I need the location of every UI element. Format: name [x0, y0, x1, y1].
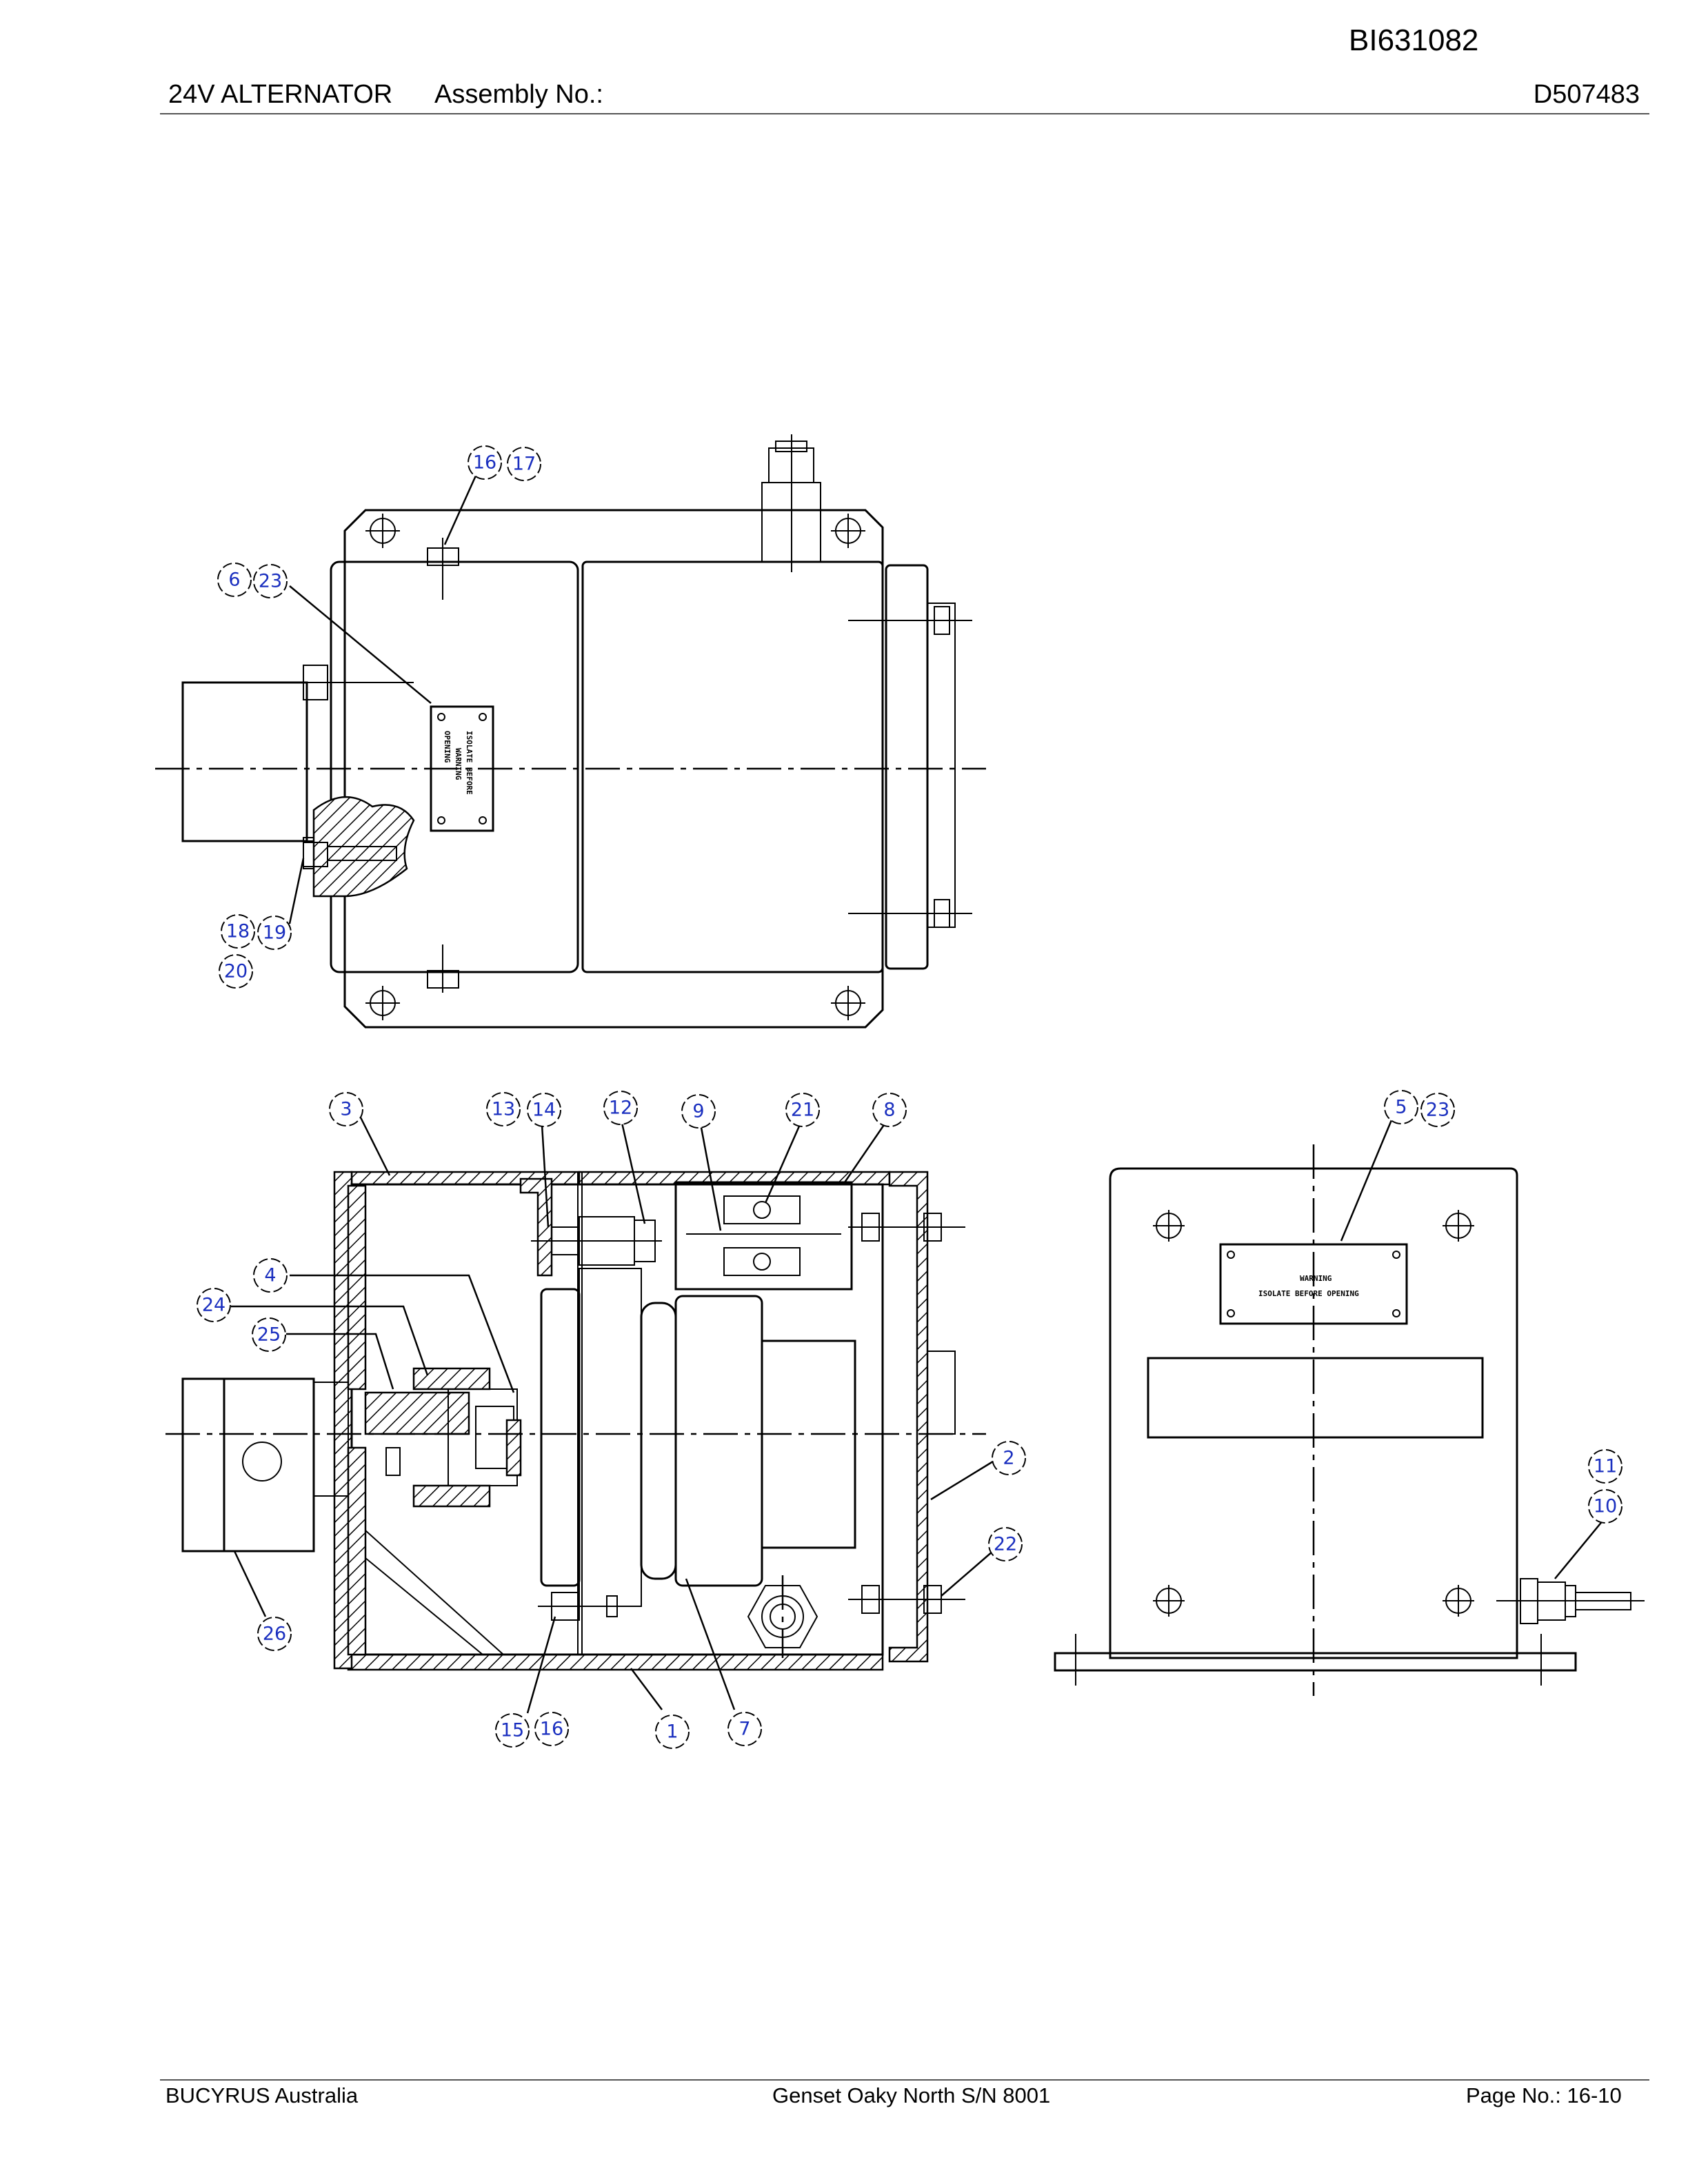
callout-12: 12	[603, 1091, 638, 1125]
page-title: 24V ALTERNATOR	[168, 80, 393, 109]
callout-14: 14	[527, 1093, 561, 1127]
callout-3: 3	[329, 1092, 363, 1126]
callout-2: 2	[992, 1441, 1026, 1475]
drawing-number: D507483	[1533, 80, 1640, 109]
svg-text:ISOLATE BEFORE: ISOLATE BEFORE	[465, 731, 474, 795]
callout-23-end: 23	[1420, 1093, 1455, 1127]
callout-23-top: 23	[253, 564, 288, 598]
callout-25: 25	[252, 1317, 286, 1352]
svg-text:26: 26	[263, 1624, 286, 1645]
callout-7: 7	[727, 1712, 762, 1746]
svg-text:2: 2	[1003, 1448, 1014, 1469]
svg-text:13: 13	[492, 1099, 515, 1120]
footer-company: BUCYRUS Australia	[165, 2083, 359, 2107]
svg-text:OPENING: OPENING	[443, 731, 452, 763]
callout-1: 1	[655, 1715, 690, 1749]
svg-text:22: 22	[994, 1534, 1017, 1555]
svg-text:12: 12	[609, 1098, 632, 1119]
callout-26: 26	[257, 1617, 292, 1651]
section-view	[165, 1171, 986, 1671]
svg-text:14: 14	[532, 1100, 556, 1121]
svg-text:21: 21	[791, 1100, 814, 1121]
callout-19: 19	[257, 916, 292, 950]
callout-8: 8	[872, 1093, 907, 1127]
callout-bubbles: 16 17 6 23 18 19 20 3 13 14 12 9 21 8 4 …	[197, 445, 1622, 1749]
document-id: BI631082	[1349, 23, 1479, 57]
callout-10: 10	[1588, 1489, 1622, 1524]
svg-text:4: 4	[264, 1265, 276, 1286]
svg-text:6: 6	[228, 569, 240, 591]
svg-text:3: 3	[340, 1099, 352, 1120]
svg-text:19: 19	[263, 922, 286, 944]
footer-project: Genset Oaky North S/N 8001	[772, 2083, 1051, 2107]
top-view: ISOLATE BEFORE WARNING OPENING	[155, 434, 986, 1029]
callout-17-top: 17	[507, 447, 541, 481]
callout-15: 15	[495, 1713, 530, 1748]
svg-text:20: 20	[224, 961, 248, 982]
footer-page-number: Page No.: 16-10	[1466, 2083, 1622, 2107]
callout-13: 13	[486, 1092, 521, 1126]
svg-text:23: 23	[259, 571, 282, 592]
svg-text:18: 18	[226, 921, 250, 942]
svg-text:11: 11	[1594, 1456, 1617, 1477]
callout-20: 20	[219, 954, 253, 989]
svg-text:9: 9	[692, 1101, 704, 1122]
svg-text:17: 17	[512, 454, 536, 475]
svg-text:25: 25	[257, 1324, 281, 1346]
svg-text:23: 23	[1426, 1100, 1449, 1121]
svg-text:16: 16	[473, 452, 496, 474]
callout-21: 21	[785, 1093, 820, 1127]
svg-text:5: 5	[1395, 1097, 1407, 1118]
svg-text:WARNING: WARNING	[454, 748, 463, 780]
end-view: WARNING ISOLATE BEFORE OPENING	[1054, 1144, 1645, 1696]
callout-6: 6	[217, 563, 252, 597]
callout-5: 5	[1384, 1090, 1418, 1124]
svg-text:16: 16	[540, 1719, 563, 1740]
footer-rule	[160, 2079, 1649, 2081]
plate-warning-text: WARNING	[1300, 1274, 1332, 1283]
assembly-label: Assembly No.:	[434, 80, 603, 109]
callout-18: 18	[221, 914, 255, 949]
callout-16-top: 16	[468, 445, 502, 480]
svg-text:10: 10	[1594, 1496, 1617, 1517]
svg-text:24: 24	[202, 1295, 225, 1316]
plate-isolate-text: ISOLATE BEFORE OPENING	[1258, 1289, 1359, 1298]
leader-lines	[231, 475, 1604, 1714]
callout-11: 11	[1588, 1449, 1622, 1484]
callout-9: 9	[681, 1094, 716, 1129]
callout-16-bottom: 16	[534, 1712, 569, 1746]
header-rule	[160, 113, 1649, 114]
callout-4: 4	[253, 1258, 288, 1293]
svg-text:15: 15	[501, 1720, 524, 1741]
svg-text:8: 8	[883, 1100, 895, 1121]
svg-text:1: 1	[666, 1721, 678, 1743]
svg-text:7: 7	[738, 1719, 750, 1740]
callout-24: 24	[197, 1288, 231, 1322]
callout-22: 22	[988, 1527, 1023, 1561]
